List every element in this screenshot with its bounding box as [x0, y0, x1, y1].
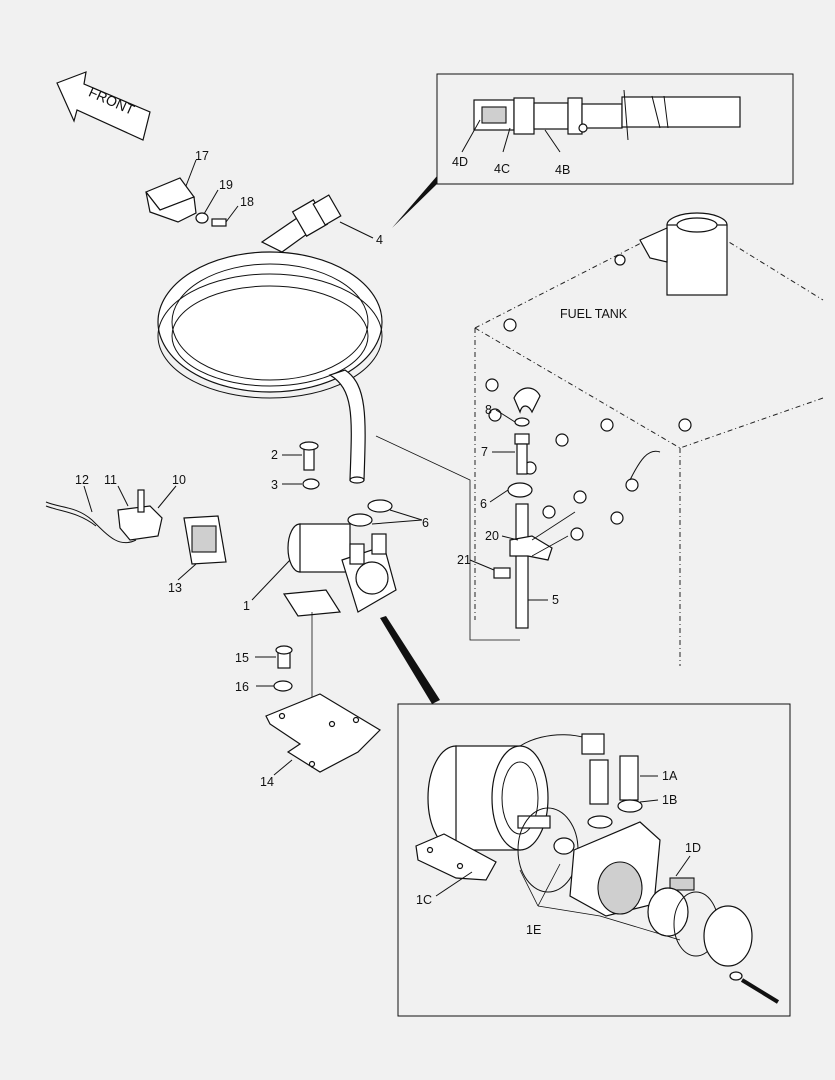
callout-2: 2 — [271, 448, 278, 462]
callout-5: 5 — [552, 593, 559, 607]
callout-21: 21 — [457, 553, 471, 567]
callout-1d: 1D — [685, 841, 701, 855]
callout-6-pump: 6 — [422, 516, 429, 530]
callout-1c: 1C — [416, 893, 432, 907]
callout-15: 15 — [235, 651, 249, 665]
suction-pipe-assembly: 8 7 6 20 21 5 — [457, 403, 576, 629]
callout-1b: 1B — [662, 793, 677, 807]
callout-1: 1 — [243, 599, 250, 613]
callout-4b: 4B — [555, 163, 570, 177]
callout-4d: 4D — [452, 155, 468, 169]
switch-assembly: 12 11 10 13 — [45, 473, 227, 595]
callout-13: 13 — [168, 581, 182, 595]
callout-8: 8 — [485, 403, 492, 417]
callout-14: 14 — [260, 775, 274, 789]
pump-assembly: 2 3 6 1 — [243, 435, 520, 768]
hose-coil: 4 — [157, 194, 383, 484]
callout-10: 10 — [172, 473, 186, 487]
hose-end-detail-box: 4D 4C 4B — [392, 73, 794, 228]
callout-18: 18 — [240, 195, 254, 209]
detail-pointer — [380, 616, 440, 704]
pump-exploded-detail: 1A 1B 1D 1C 1E — [397, 703, 791, 1017]
callout-3: 3 — [271, 478, 278, 492]
callout-19: 19 — [219, 178, 233, 192]
callout-12: 12 — [75, 473, 89, 487]
callout-4: 4 — [376, 233, 383, 247]
callout-7: 7 — [481, 445, 488, 459]
callout-4c: 4C — [494, 162, 510, 176]
callout-17: 17 — [195, 149, 209, 163]
bracket-assembly: 17 19 18 — [145, 149, 254, 227]
mount-bracket-assembly: 15 16 14 — [235, 645, 381, 789]
callout-1a: 1A — [662, 769, 678, 783]
callout-11: 11 — [104, 473, 117, 487]
callout-1e: 1E — [526, 923, 541, 937]
callout-6-tank: 6 — [480, 497, 487, 511]
front-arrow: FRONT — [56, 71, 151, 141]
callout-20: 20 — [485, 529, 499, 543]
fuel-tank-label: FUEL TANK — [560, 307, 628, 321]
callout-16: 16 — [235, 680, 249, 694]
fuel-tank: FUEL TANK — [474, 212, 824, 666]
